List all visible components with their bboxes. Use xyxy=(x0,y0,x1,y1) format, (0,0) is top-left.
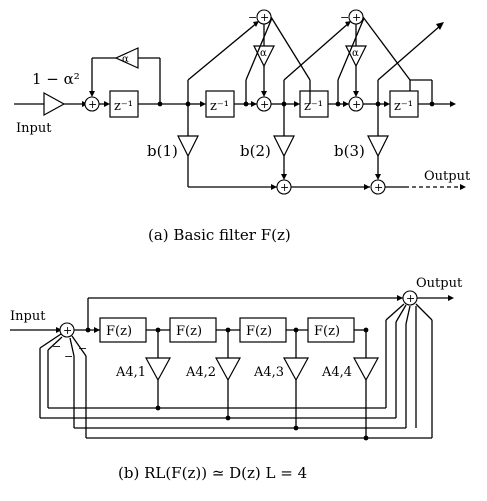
svg-text:+: + xyxy=(406,292,415,305)
filter-block-3 xyxy=(239,317,287,343)
delay-label-4: z⁻¹ xyxy=(394,99,413,114)
gain-triangle xyxy=(43,91,66,117)
svg-text:−: − xyxy=(64,350,73,363)
svg-text:−: − xyxy=(78,342,87,355)
filter-label-1: F(z) xyxy=(106,324,132,339)
filter-label-2: F(z) xyxy=(176,324,202,339)
svg-text:+: + xyxy=(260,11,269,24)
svg-text:−: − xyxy=(52,340,61,353)
output-label: Output xyxy=(424,169,471,184)
coef-triangle-4 xyxy=(352,357,380,382)
filter-block-4 xyxy=(307,317,355,343)
delay-label-2: z⁻¹ xyxy=(210,99,229,114)
alpha-triangle-2 xyxy=(253,45,275,68)
basic-filter-diagram: 1 − α² Input + z⁻¹ α z⁻¹ xyxy=(14,9,471,244)
filter-block-2 xyxy=(169,317,217,343)
svg-text:+: + xyxy=(280,181,289,194)
coef-triangle-2 xyxy=(214,357,242,382)
caption-b: (b) RL(F(z)) ≃ D(z) L = 4 xyxy=(118,464,307,482)
coef-label-1: A4,1 xyxy=(115,365,146,380)
input-label-b: Input xyxy=(10,309,46,324)
svg-text:+: + xyxy=(88,98,97,111)
coef-label-4: A4,4 xyxy=(321,365,352,380)
tap-triangle-2 xyxy=(273,135,295,158)
coef-triangle-3 xyxy=(282,357,310,382)
svg-text:+: + xyxy=(63,324,72,337)
alpha-triangle-1 xyxy=(114,47,139,69)
svg-text:+: + xyxy=(260,98,269,111)
delay-label-1: z⁻¹ xyxy=(114,99,133,114)
delay-box-1 xyxy=(109,90,139,118)
alpha-triangle-3 xyxy=(345,45,367,68)
filter-label-4: F(z) xyxy=(314,324,340,339)
gain-label: 1 − α² xyxy=(32,70,80,88)
alpha-label-2: α xyxy=(260,48,267,59)
alpha-label-3: α xyxy=(352,48,359,59)
coef-label-2: A4,2 xyxy=(185,365,216,380)
tap-label-3: b(3) xyxy=(334,142,365,160)
output-label-b: Output xyxy=(416,276,463,291)
recursive-filter-diagram: Input + F(z) F(z) F(z) F(z) A4,1 xyxy=(10,276,463,482)
delay-label-3: z⁻¹ xyxy=(304,99,323,114)
tap-label-1: b(1) xyxy=(147,142,178,160)
svg-text:+: + xyxy=(352,11,361,24)
tap-label-2: b(2) xyxy=(240,142,271,160)
coef-triangle-1 xyxy=(144,357,172,382)
filter-label-3: F(z) xyxy=(246,324,272,339)
svg-text:+: + xyxy=(374,181,383,194)
coef-label-3: A4,3 xyxy=(253,365,284,380)
delay-box-4 xyxy=(389,90,419,118)
svg-text:−: − xyxy=(340,11,349,24)
svg-text:+: + xyxy=(352,98,361,111)
alpha-label-1: α xyxy=(122,54,129,65)
input-label: Input xyxy=(16,121,52,136)
tap-triangle-1 xyxy=(177,135,199,158)
tap-triangle-3 xyxy=(367,135,389,158)
svg-text:−: − xyxy=(248,11,257,24)
caption-a: (a) Basic filter F(z) xyxy=(148,226,291,244)
